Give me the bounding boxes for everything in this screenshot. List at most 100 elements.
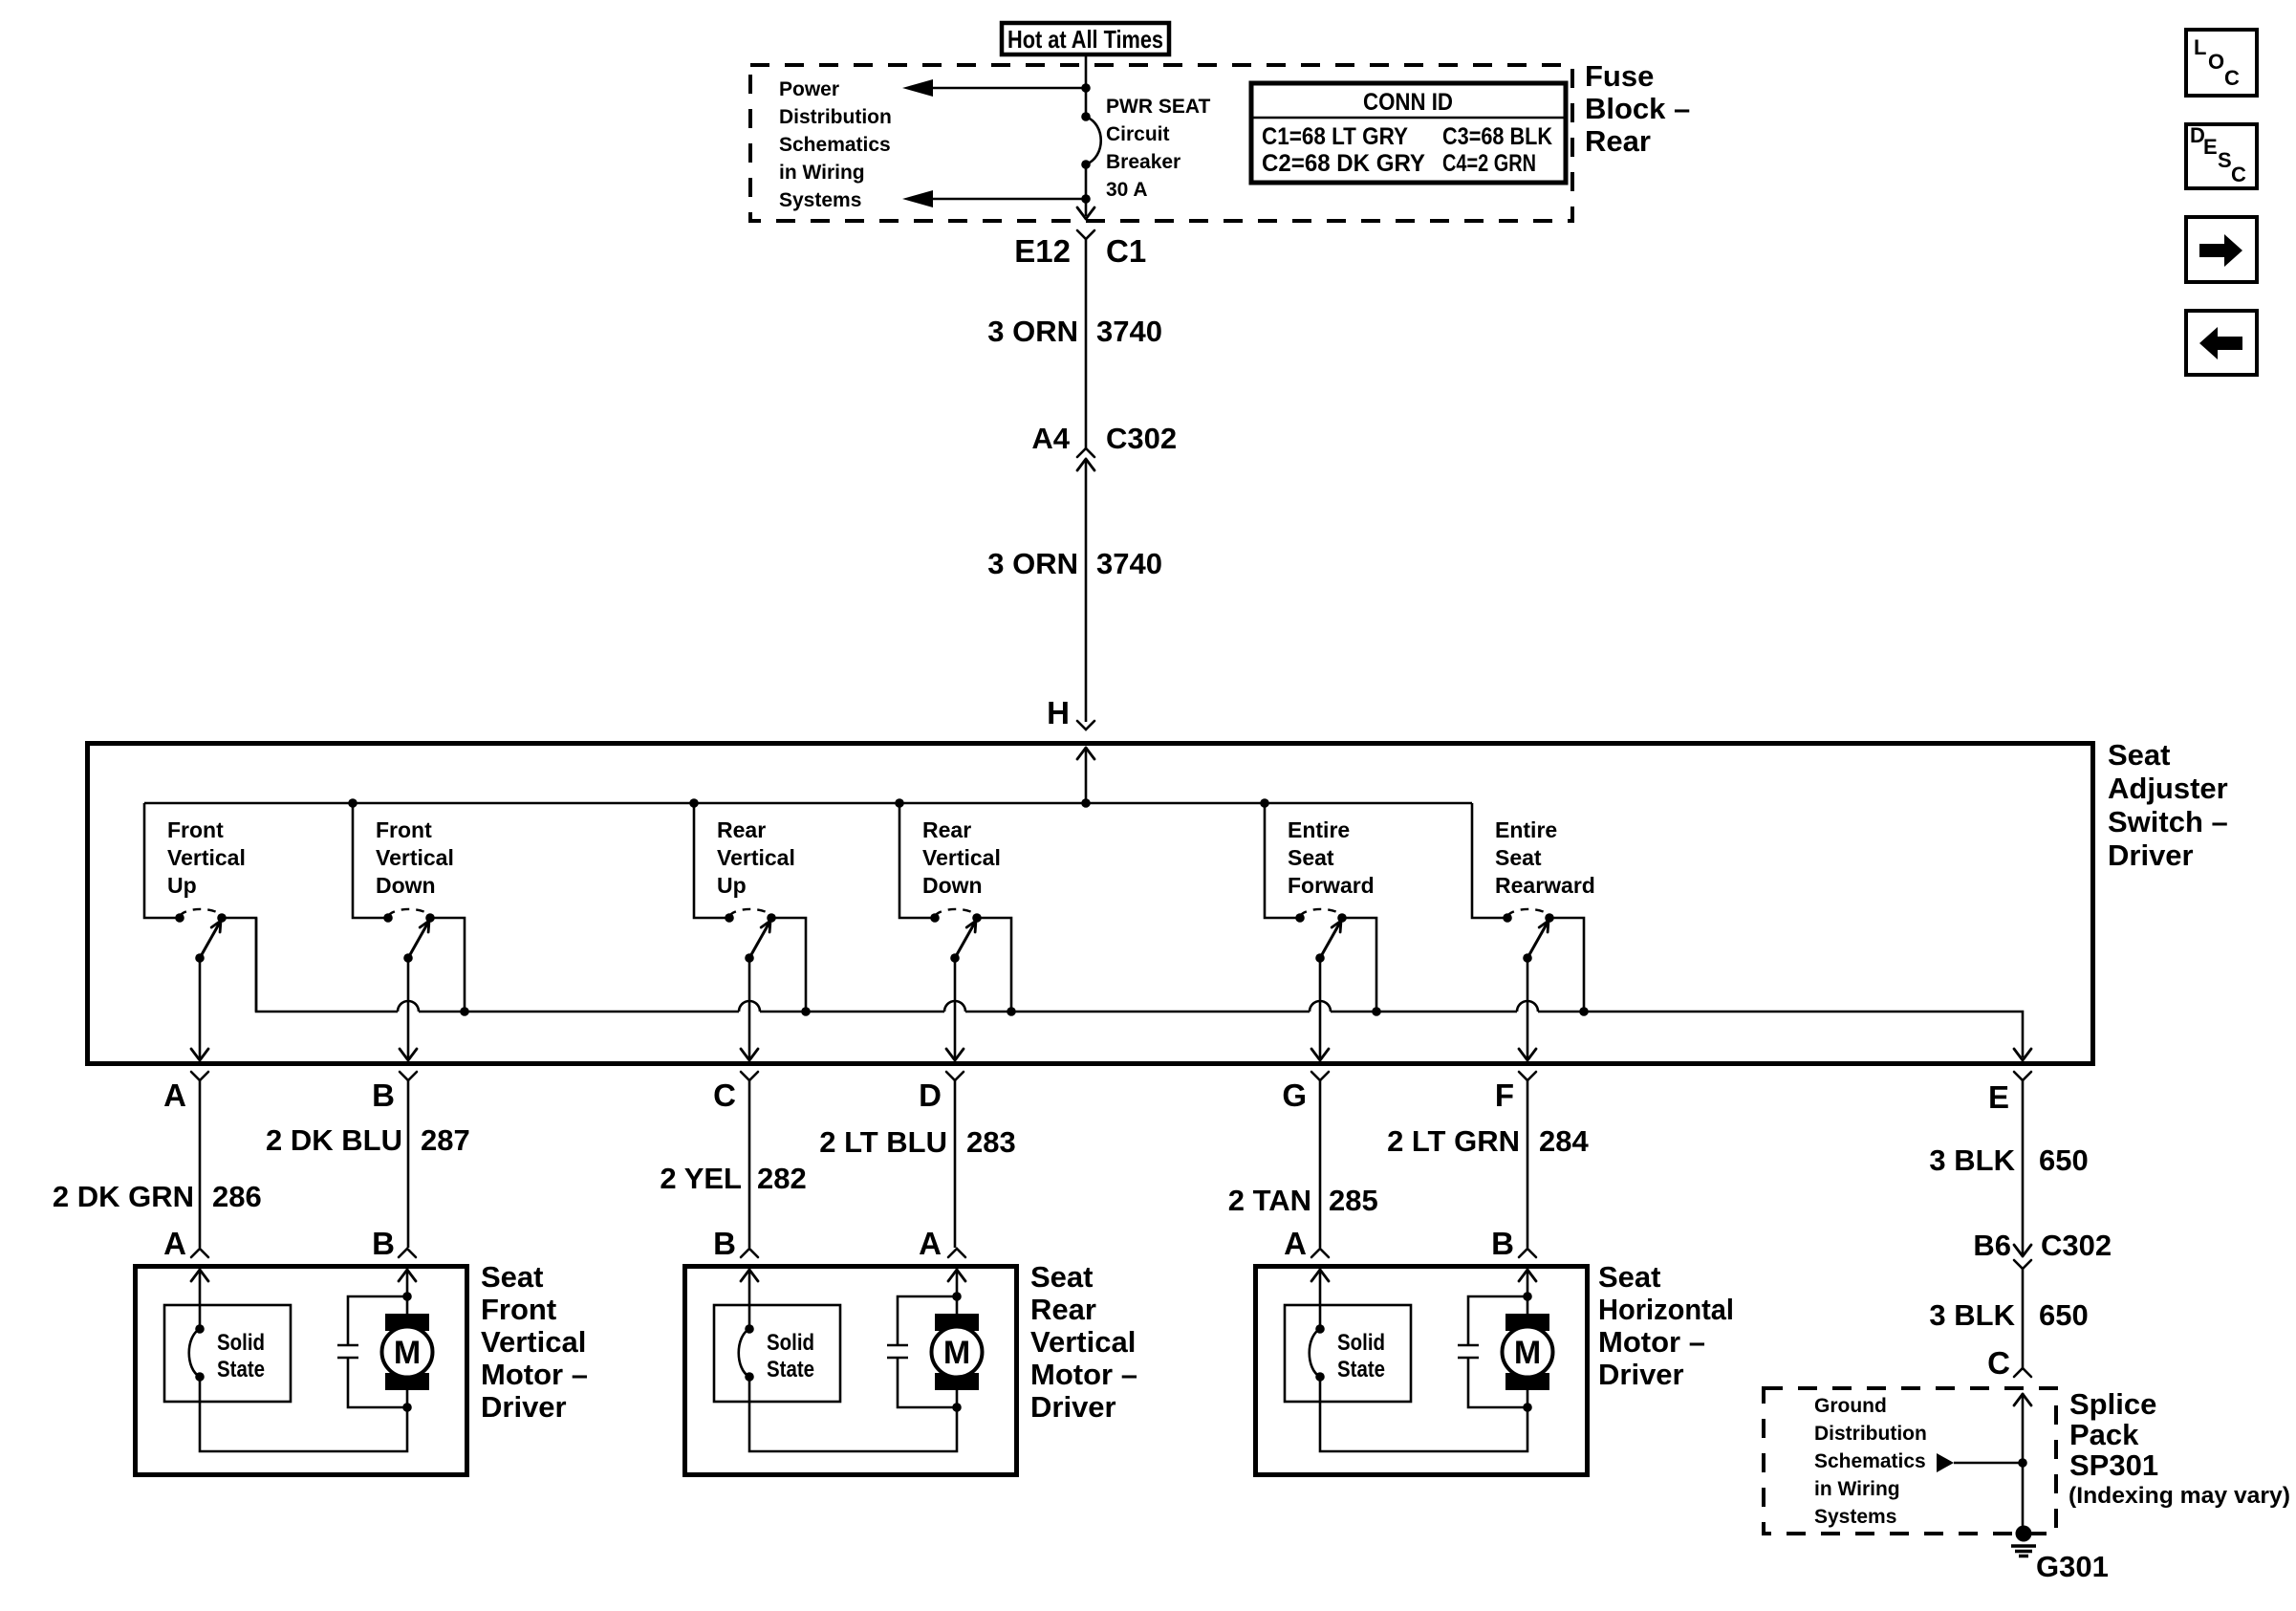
svg-text:Rear: Rear [922, 817, 971, 842]
svg-text:Down: Down [376, 873, 436, 898]
svg-text:Front: Front [481, 1293, 556, 1326]
svg-text:Motor –: Motor – [1598, 1325, 1705, 1359]
svg-text:Circuit: Circuit [1106, 123, 1170, 145]
svg-text:284: 284 [1539, 1124, 1589, 1158]
svg-text:Vertical: Vertical [717, 845, 795, 870]
svg-text:A: A [163, 1226, 186, 1261]
svg-text:2 DK BLU: 2 DK BLU [266, 1123, 402, 1157]
svg-text:D: D [919, 1078, 942, 1113]
svg-text:PWR SEAT: PWR SEAT [1106, 96, 1210, 118]
svg-text:650: 650 [2039, 1143, 2089, 1177]
svg-text:Entire: Entire [1288, 817, 1350, 842]
svg-text:in Wiring: in Wiring [1814, 1478, 1900, 1500]
svg-text:Front: Front [167, 817, 224, 842]
svg-text:B: B [1491, 1226, 1514, 1261]
svg-text:Pack: Pack [2069, 1418, 2139, 1451]
svg-text:Distribution: Distribution [1814, 1423, 1927, 1445]
svg-text:Driver: Driver [481, 1390, 567, 1424]
svg-text:Motor –: Motor – [481, 1358, 588, 1391]
svg-text:CONN ID: CONN ID [1363, 89, 1453, 116]
svg-text:Seat: Seat [1495, 845, 1542, 870]
svg-text:F: F [1495, 1078, 1514, 1113]
svg-text:Seat: Seat [1030, 1260, 1093, 1294]
svg-text:650: 650 [2039, 1298, 2089, 1332]
svg-text:B6: B6 [1973, 1229, 2011, 1262]
svg-text:Vertical: Vertical [376, 845, 454, 870]
svg-text:SP301: SP301 [2069, 1448, 2158, 1482]
svg-text:3 ORN: 3 ORN [987, 547, 1078, 580]
svg-text:Schematics: Schematics [779, 134, 891, 156]
svg-text:2 DK GRN: 2 DK GRN [53, 1180, 194, 1213]
svg-text:Schematics: Schematics [1814, 1450, 1926, 1472]
svg-text:C: C [2224, 66, 2240, 90]
svg-text:in Wiring: in Wiring [779, 162, 865, 184]
svg-text:Switch –: Switch – [2108, 805, 2228, 838]
svg-text:B: B [713, 1226, 736, 1261]
svg-text:O: O [2208, 50, 2224, 74]
svg-text:C302: C302 [2041, 1229, 2112, 1262]
svg-text:C302: C302 [1106, 422, 1177, 455]
svg-text:G301: G301 [2036, 1550, 2109, 1583]
svg-text:A: A [163, 1078, 186, 1113]
svg-text:S: S [2218, 148, 2232, 172]
svg-text:Power: Power [779, 78, 839, 100]
svg-text:Seat: Seat [481, 1260, 543, 1294]
svg-text:287: 287 [421, 1123, 470, 1157]
svg-text:Driver: Driver [1030, 1390, 1116, 1424]
svg-text:A4: A4 [1031, 422, 1070, 455]
svg-text:Systems: Systems [779, 189, 861, 211]
svg-text:Vertical: Vertical [167, 845, 246, 870]
svg-text:B: B [372, 1078, 395, 1113]
svg-text:Block –: Block – [1585, 92, 1690, 125]
svg-text:Driver: Driver [1598, 1358, 1684, 1391]
svg-text:C4=2 GRN: C4=2 GRN [1442, 150, 1536, 177]
svg-text:A: A [919, 1226, 942, 1261]
svg-text:2 LT GRN: 2 LT GRN [1387, 1124, 1520, 1158]
svg-text:Rear: Rear [1585, 124, 1651, 158]
svg-text:Seat: Seat [1598, 1260, 1660, 1294]
svg-text:Vertical: Vertical [922, 845, 1001, 870]
svg-text:G: G [1282, 1078, 1307, 1113]
svg-text:Rearward: Rearward [1495, 873, 1595, 898]
svg-text:E12: E12 [1014, 233, 1071, 269]
svg-text:2 LT BLU: 2 LT BLU [819, 1125, 947, 1159]
svg-text:C3=68 BLK: C3=68 BLK [1442, 123, 1552, 150]
svg-text:283: 283 [966, 1125, 1016, 1159]
svg-text:285: 285 [1329, 1184, 1378, 1217]
svg-text:Hot at All Times: Hot at All Times [1007, 25, 1163, 54]
svg-text:Systems: Systems [1814, 1506, 1896, 1528]
svg-text:2 TAN: 2 TAN [1228, 1184, 1311, 1217]
svg-text:30 A: 30 A [1106, 179, 1148, 201]
svg-text:Fuse: Fuse [1585, 59, 1654, 93]
svg-text:B: B [372, 1226, 395, 1261]
svg-text:H: H [1047, 695, 1070, 730]
svg-text:Rear: Rear [717, 817, 766, 842]
svg-text:Distribution: Distribution [779, 106, 892, 128]
svg-text:2 YEL: 2 YEL [660, 1162, 742, 1195]
svg-text:Front: Front [376, 817, 432, 842]
svg-text:3 BLK: 3 BLK [1929, 1143, 2015, 1177]
svg-text:Rear: Rear [1030, 1293, 1096, 1326]
svg-text:C: C [2231, 163, 2246, 186]
svg-text:E: E [2203, 135, 2218, 159]
svg-text:Ground: Ground [1814, 1395, 1887, 1417]
svg-text:Vertical: Vertical [481, 1325, 586, 1359]
svg-text:C1: C1 [1106, 233, 1146, 269]
svg-text:3 BLK: 3 BLK [1929, 1298, 2015, 1332]
svg-text:C: C [713, 1078, 736, 1113]
svg-text:Adjuster: Adjuster [2108, 772, 2228, 805]
svg-text:286: 286 [212, 1180, 262, 1213]
svg-text:282: 282 [757, 1162, 807, 1195]
svg-text:Down: Down [922, 873, 983, 898]
svg-text:D: D [2190, 123, 2205, 147]
svg-text:Entire: Entire [1495, 817, 1557, 842]
svg-text:Horizontal: Horizontal [1598, 1293, 1734, 1326]
svg-text:Up: Up [717, 873, 747, 898]
svg-text:Driver: Driver [2108, 838, 2194, 872]
svg-text:Splice: Splice [2069, 1387, 2156, 1421]
svg-text:Seat: Seat [1288, 845, 1334, 870]
svg-text:Up: Up [167, 873, 197, 898]
svg-text:L: L [2194, 35, 2206, 59]
svg-text:E: E [1988, 1079, 2009, 1115]
svg-text:(Indexing may vary): (Indexing may vary) [2069, 1483, 2290, 1509]
